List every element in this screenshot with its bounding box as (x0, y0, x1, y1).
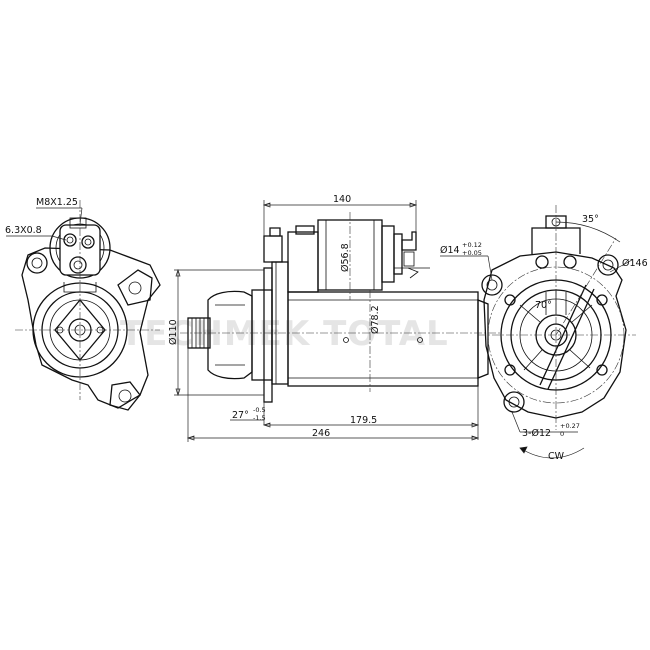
dim-flange-dia: Ø110 (168, 319, 179, 345)
holes-label: 3-Ø12 (522, 428, 551, 439)
dim-140: 140 (333, 194, 351, 205)
watermark-text: TECHMEK TOTAL (120, 314, 449, 354)
dim-179-5: 179.5 (350, 415, 377, 426)
thread-label: M8X1.25 (36, 197, 78, 208)
dim-solenoid-dia: Ø56.8 (340, 243, 351, 272)
dim-body-dia: Ø78.2 (370, 305, 381, 334)
terminal-label: 6.3X0.8 (5, 225, 42, 236)
side-view: 140 Ø56.8 Ø78.2 Ø110 27° -0.5 -1.5 179.5… (168, 194, 500, 442)
dia-14-tol-upper: +0.12 (462, 241, 482, 249)
dia-14: Ø14 (440, 245, 460, 256)
dim-27: 27° (232, 410, 249, 421)
dim-27-tol-upper: -0.5 (253, 406, 266, 414)
rotation-cw: CW (548, 451, 565, 462)
dim-246: 246 (312, 428, 330, 439)
left-end-view: M8X1.25 6.3X0.8 (5, 197, 161, 411)
dia-146: Ø146 (622, 258, 648, 269)
angle-70: 70° (535, 300, 552, 311)
holes-tol-upper: +0.27 (560, 422, 580, 430)
dia-14-tol-lower: +0.05 (462, 249, 482, 257)
angle-35: 35° (582, 214, 599, 225)
holes-tol-lower: 0 (560, 430, 564, 438)
right-end-view: 35° Ø146 Ø14 +0.12 +0.05 70° 3-Ø12 +0.27… (440, 205, 648, 462)
dim-27-tol-lower: -1.5 (253, 414, 266, 422)
